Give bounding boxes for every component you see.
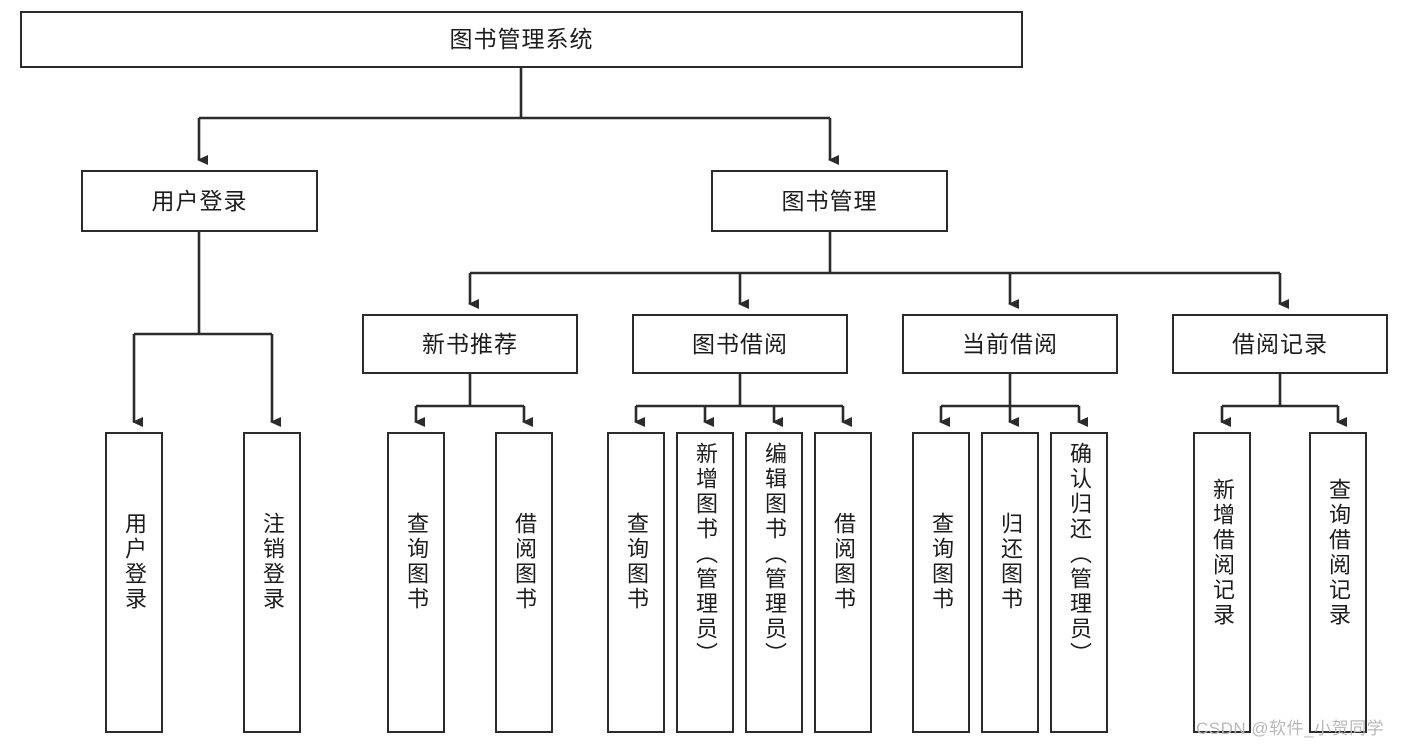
node-leaf-query-book-2[interactable]: 查询图书 bbox=[607, 432, 665, 733]
node-leaf-query-record[interactable]: 查询借阅记录 bbox=[1309, 432, 1367, 733]
csdn-watermark: CSDN @软件_小贺同学 bbox=[1196, 719, 1385, 738]
node-book-manage-label: 图书管理 bbox=[781, 187, 878, 214]
node-book-manage[interactable]: 图书管理 bbox=[711, 170, 948, 232]
node-leaf-add-record[interactable]: 新增借阅记录 bbox=[1193, 432, 1251, 733]
node-leaf-user-login[interactable]: 用户登录 bbox=[105, 432, 163, 733]
node-leaf-add-record-label: 新增借阅记录 bbox=[1209, 478, 1235, 628]
node-borrow-record-label: 借阅记录 bbox=[1232, 330, 1328, 357]
node-leaf-query-book-1[interactable]: 查询图书 bbox=[387, 432, 445, 733]
node-current-borrow-label: 当前借阅 bbox=[962, 330, 1058, 357]
node-user-login[interactable]: 用户登录 bbox=[81, 170, 318, 232]
node-leaf-confirm-return[interactable]: 确认归还（管理员） bbox=[1050, 432, 1108, 733]
node-leaf-confirm-return-label: 确认归还（管理员） bbox=[1066, 442, 1092, 667]
node-leaf-borrow-book-1[interactable]: 借阅图书 bbox=[495, 432, 553, 733]
node-leaf-query-book-2-label: 查询图书 bbox=[623, 512, 649, 612]
node-root-label: 图书管理系统 bbox=[449, 26, 594, 53]
node-root[interactable]: 图书管理系统 bbox=[20, 11, 1023, 68]
node-new-book-recommend[interactable]: 新书推荐 bbox=[362, 314, 578, 374]
node-borrow-record[interactable]: 借阅记录 bbox=[1172, 314, 1388, 374]
node-leaf-return-book-label: 归还图书 bbox=[997, 512, 1023, 612]
node-leaf-query-book-1-label: 查询图书 bbox=[403, 512, 429, 612]
node-leaf-user-logout[interactable]: 注销登录 bbox=[243, 432, 301, 733]
node-user-login-label: 用户登录 bbox=[151, 187, 248, 214]
node-leaf-user-logout-label: 注销登录 bbox=[259, 512, 285, 612]
node-new-book-recommend-label: 新书推荐 bbox=[422, 330, 518, 357]
node-leaf-borrow-book-2-label: 借阅图书 bbox=[830, 512, 856, 612]
node-current-borrow[interactable]: 当前借阅 bbox=[902, 314, 1118, 374]
node-leaf-borrow-book-1-label: 借阅图书 bbox=[511, 512, 537, 612]
node-leaf-query-book-3[interactable]: 查询图书 bbox=[912, 432, 970, 733]
node-leaf-edit-book-label: 编辑图书（管理员） bbox=[761, 442, 787, 667]
node-leaf-edit-book[interactable]: 编辑图书（管理员） bbox=[745, 432, 803, 733]
node-book-borrow-label: 图书借阅 bbox=[692, 330, 788, 357]
node-leaf-add-book[interactable]: 新增图书（管理员） bbox=[676, 432, 734, 733]
node-leaf-borrow-book-2[interactable]: 借阅图书 bbox=[814, 432, 872, 733]
node-leaf-add-book-label: 新增图书（管理员） bbox=[692, 442, 718, 667]
node-leaf-user-login-label: 用户登录 bbox=[121, 512, 147, 612]
node-leaf-query-book-3-label: 查询图书 bbox=[928, 512, 954, 612]
node-leaf-query-record-label: 查询借阅记录 bbox=[1325, 478, 1351, 628]
node-book-borrow[interactable]: 图书借阅 bbox=[632, 314, 848, 374]
node-leaf-return-book[interactable]: 归还图书 bbox=[981, 432, 1039, 733]
